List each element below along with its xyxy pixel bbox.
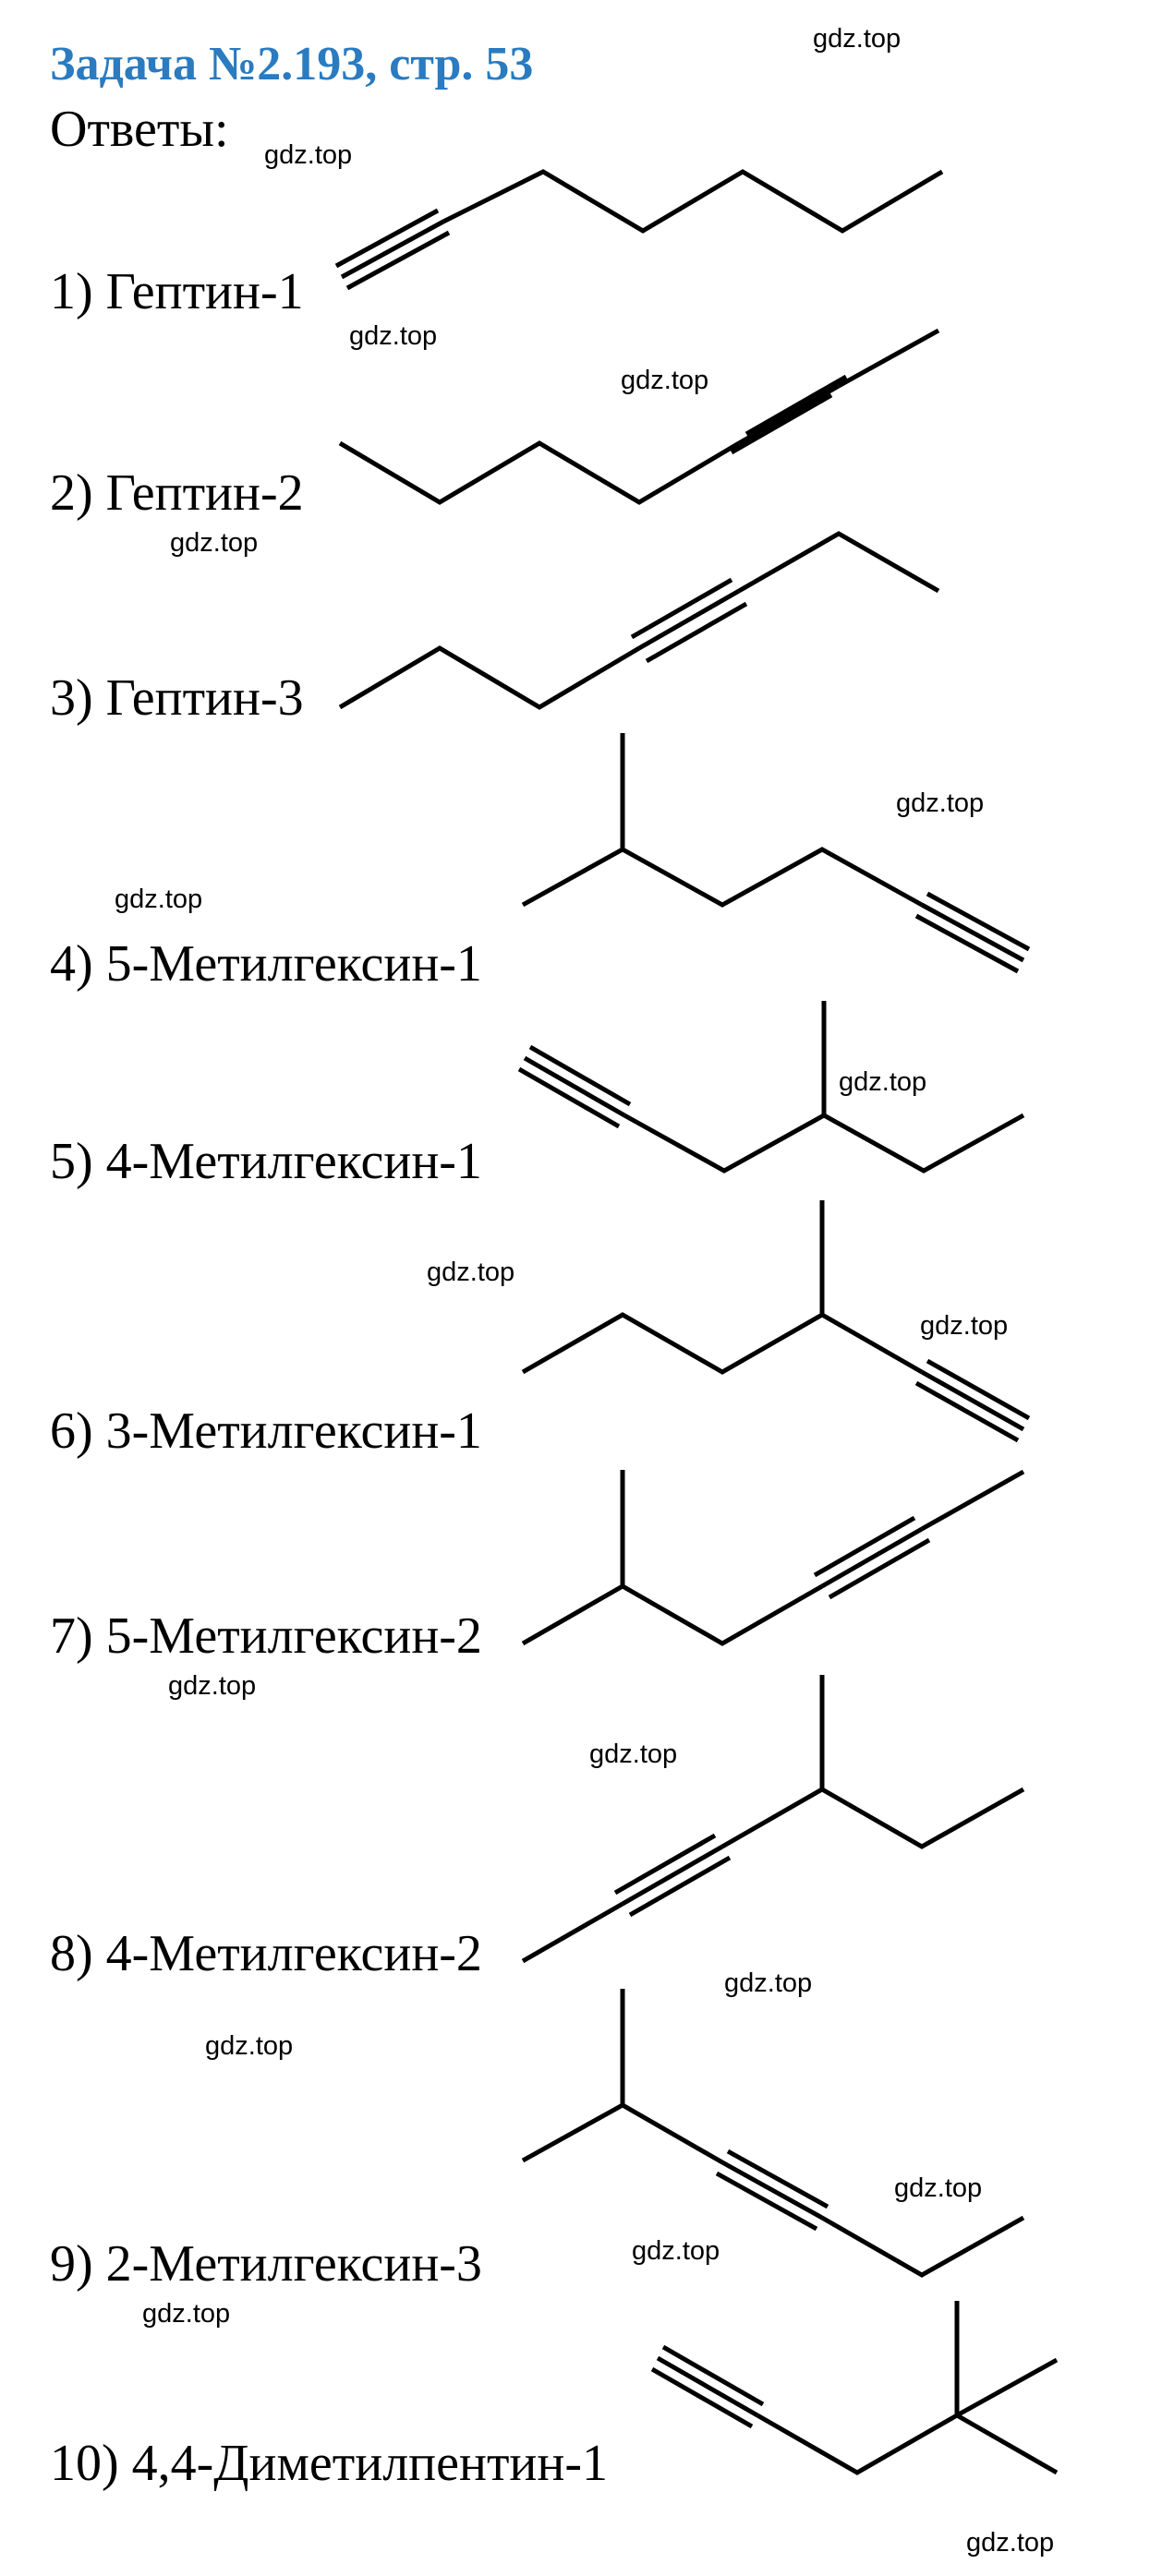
watermark: gdz.top [115,885,203,914]
structure-10-4-4-dimethylpentyne-1 [650,2301,1059,2475]
page-title: Задача №2.193, стр. 53 [50,38,534,90]
answer-label-4: 4) 5-Метилгексин-1 [50,935,482,993]
watermark: gdz.top [632,2236,720,2266]
watermark: gdz.top [205,2031,294,2061]
answer-label-5: 5) 4-Метилгексин-1 [50,1133,482,1190]
structure-heptyne-3 [338,531,940,710]
answer-label-8: 8) 4-Метилгексин-2 [50,1925,482,1982]
structure-heptyne-1 [334,169,944,291]
answer-label-1: 1) Гептин-1 [50,263,304,320]
watermark: gdz.top [427,1258,515,1287]
watermark: gdz.top [168,1671,257,1701]
structure-heptyne-2 [338,328,940,505]
answers-label: Ответы: [50,101,229,158]
watermark: gdz.top [920,1311,1009,1341]
structure-5-methylhexyne-1 [521,733,1031,974]
watermark: gdz.top [724,1968,813,1998]
answer-label-7: 7) 5-Метилгексин-2 [50,1607,482,1665]
answer-label-10: 10) 4,4-Диметилпентин-1 [50,2435,608,2492]
watermark: gdz.top [839,1067,927,1097]
watermark: gdz.top [966,2528,1055,2558]
answer-label-3: 3) Гептин-3 [50,669,304,727]
answer-label-2: 2) Гептин-2 [50,464,304,522]
structure-5-4-methylhexyne-1 [517,1001,1025,1174]
watermark: gdz.top [142,2299,231,2329]
structure-6-3-methylhexyne-1 [521,1200,1031,1443]
watermark: gdz.top [813,24,902,54]
watermark: gdz.top [589,1739,678,1769]
watermark: gdz.top [264,140,353,170]
structure-9-2-methylhexyne-3 [521,1989,1025,2278]
answer-label-6: 6) 3-Метилгексин-1 [50,1402,482,1460]
structure-7-5-methylhexyne-2 [521,1469,1025,1646]
structure-8-4-methylhexyne-2 [521,1675,1025,1964]
answer-label-9: 9) 2-Метилгексин-3 [50,2235,482,2293]
watermark: gdz.top [349,321,438,351]
watermark: gdz.top [894,2173,983,2203]
watermark: gdz.top [170,528,259,558]
watermark: gdz.top [896,788,985,818]
watermark: gdz.top [621,366,709,395]
